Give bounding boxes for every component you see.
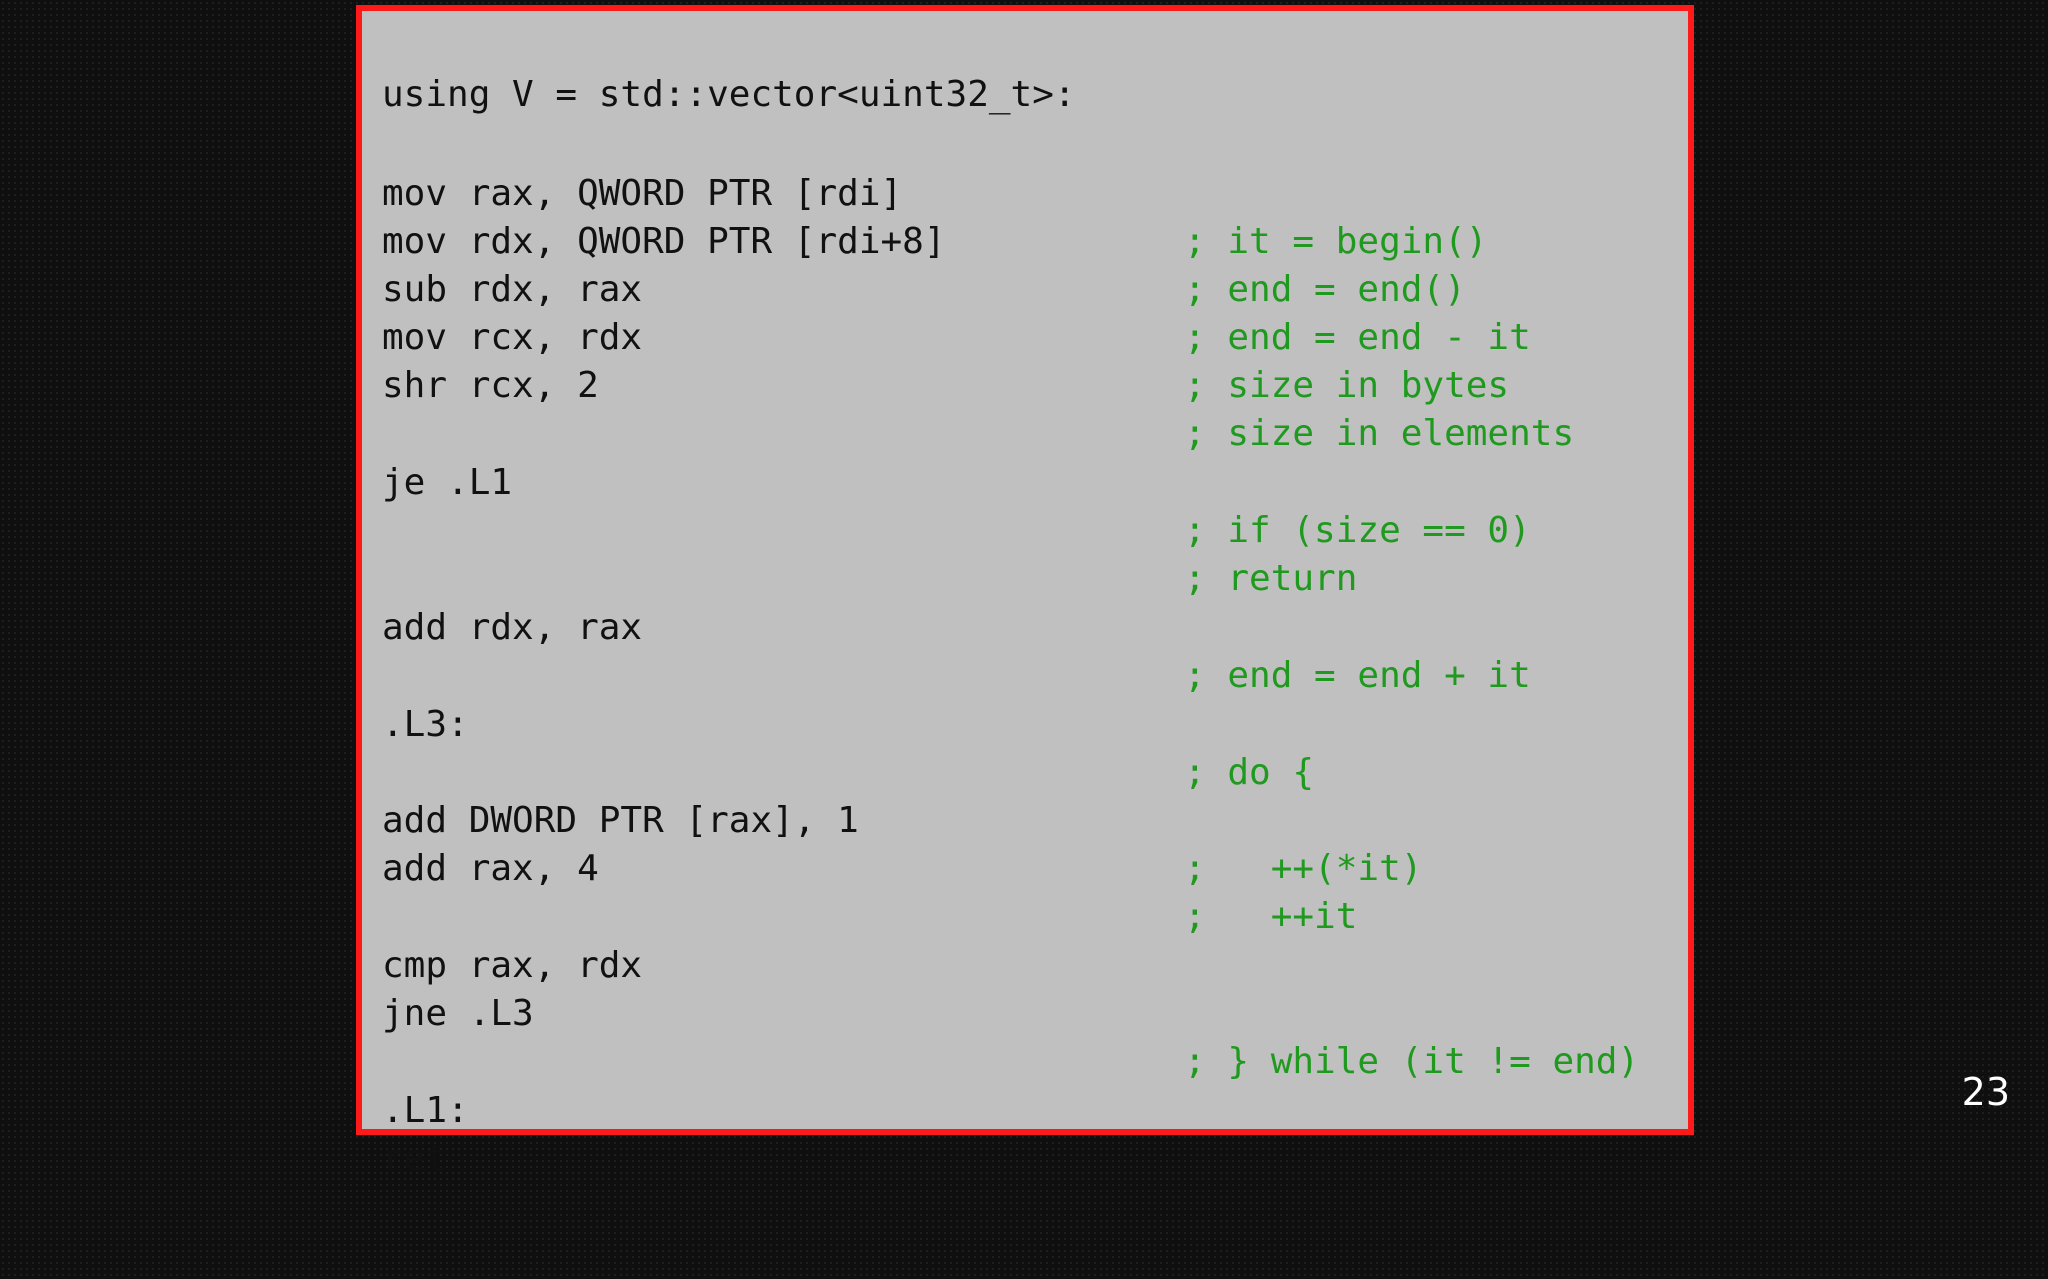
comment-text: ; it = begin() [1184, 221, 1488, 262]
instruction-text: .L1: [382, 1090, 469, 1131]
instruction-text: sub rdx, rax [382, 269, 643, 310]
comment-text: ; ++(*it) [1184, 848, 1423, 889]
code-line-6: je .L1 ; if (size == 0) [362, 411, 1688, 551]
code-line-5: shr rcx, 2 ; size in elements [362, 314, 1688, 454]
comment-text: ; ++it [1184, 896, 1358, 937]
comment-text: ; do { [1184, 752, 1315, 793]
instruction-text: ret [382, 1138, 448, 1179]
instruction-text: mov rdx, QWORD PTR [rdi+8] [382, 221, 946, 262]
instruction-text: shr rcx, 2 [382, 365, 599, 406]
code-line-7: ; return [362, 459, 1688, 599]
comment-text: ; return [1184, 558, 1358, 599]
instruction-text: add rax, 4 [382, 848, 599, 889]
comment-text: ; size in bytes [1184, 365, 1510, 406]
instruction-text: jne .L3 [382, 993, 534, 1034]
code-line-13: jne .L3 ; } while (it != end) [362, 942, 1688, 1082]
page-number: 23 [1961, 1070, 2010, 1114]
code-line-9: .L3: ; do { [362, 653, 1688, 793]
instruction-text: .L3: [382, 704, 469, 745]
instruction-text: je .L1 [382, 462, 513, 503]
comment-text: ; end = end() [1184, 269, 1466, 310]
instruction-text: add DWORD PTR [rax], 1 [382, 800, 859, 841]
code-line-12: cmp rax, rdx [362, 894, 1688, 986]
code-line-14: .L1: [362, 1039, 1688, 1131]
code-line-15: ret [362, 1087, 1688, 1179]
code-line-11: add rax, 4 ; ++it [362, 797, 1688, 937]
code-line-3: sub rdx, rax ; end = end - it [362, 218, 1688, 358]
instruction-text: add rdx, rax [382, 607, 643, 648]
comment-text: ; if (size == 0) [1184, 510, 1531, 551]
code-line-4: mov rcx, rdx ; size in bytes [362, 266, 1688, 406]
code-line-10: add DWORD PTR [rax], 1 ; ++(*it) [362, 749, 1688, 889]
instruction-text: mov rcx, rdx [382, 317, 643, 358]
instruction-text: mov rax, QWORD PTR [rdi] [382, 173, 903, 214]
comment-text: ; end = end - it [1184, 317, 1531, 358]
comment-text: ; end = end + it [1184, 655, 1531, 696]
comment-text: ; size in elements [1184, 413, 1575, 454]
comment-text: ; } while (it != end) [1184, 1041, 1640, 1082]
code-header: using V = std::vector<uint32_t>: [382, 74, 1076, 115]
code-line-2: mov rdx, QWORD PTR [rdi+8] ; end = end() [362, 170, 1688, 310]
instruction-text: cmp rax, rdx [382, 945, 643, 986]
code-panel: using V = std::vector<uint32_t>: mov rax… [356, 5, 1694, 1179]
code-header-line: using V = std::vector<uint32_t>: [362, 23, 1688, 115]
code-line-8: add rdx, rax ; end = end + it [362, 556, 1688, 696]
code-line-1: mov rax, QWORD PTR [rdi] ; it = begin() [362, 122, 1688, 262]
